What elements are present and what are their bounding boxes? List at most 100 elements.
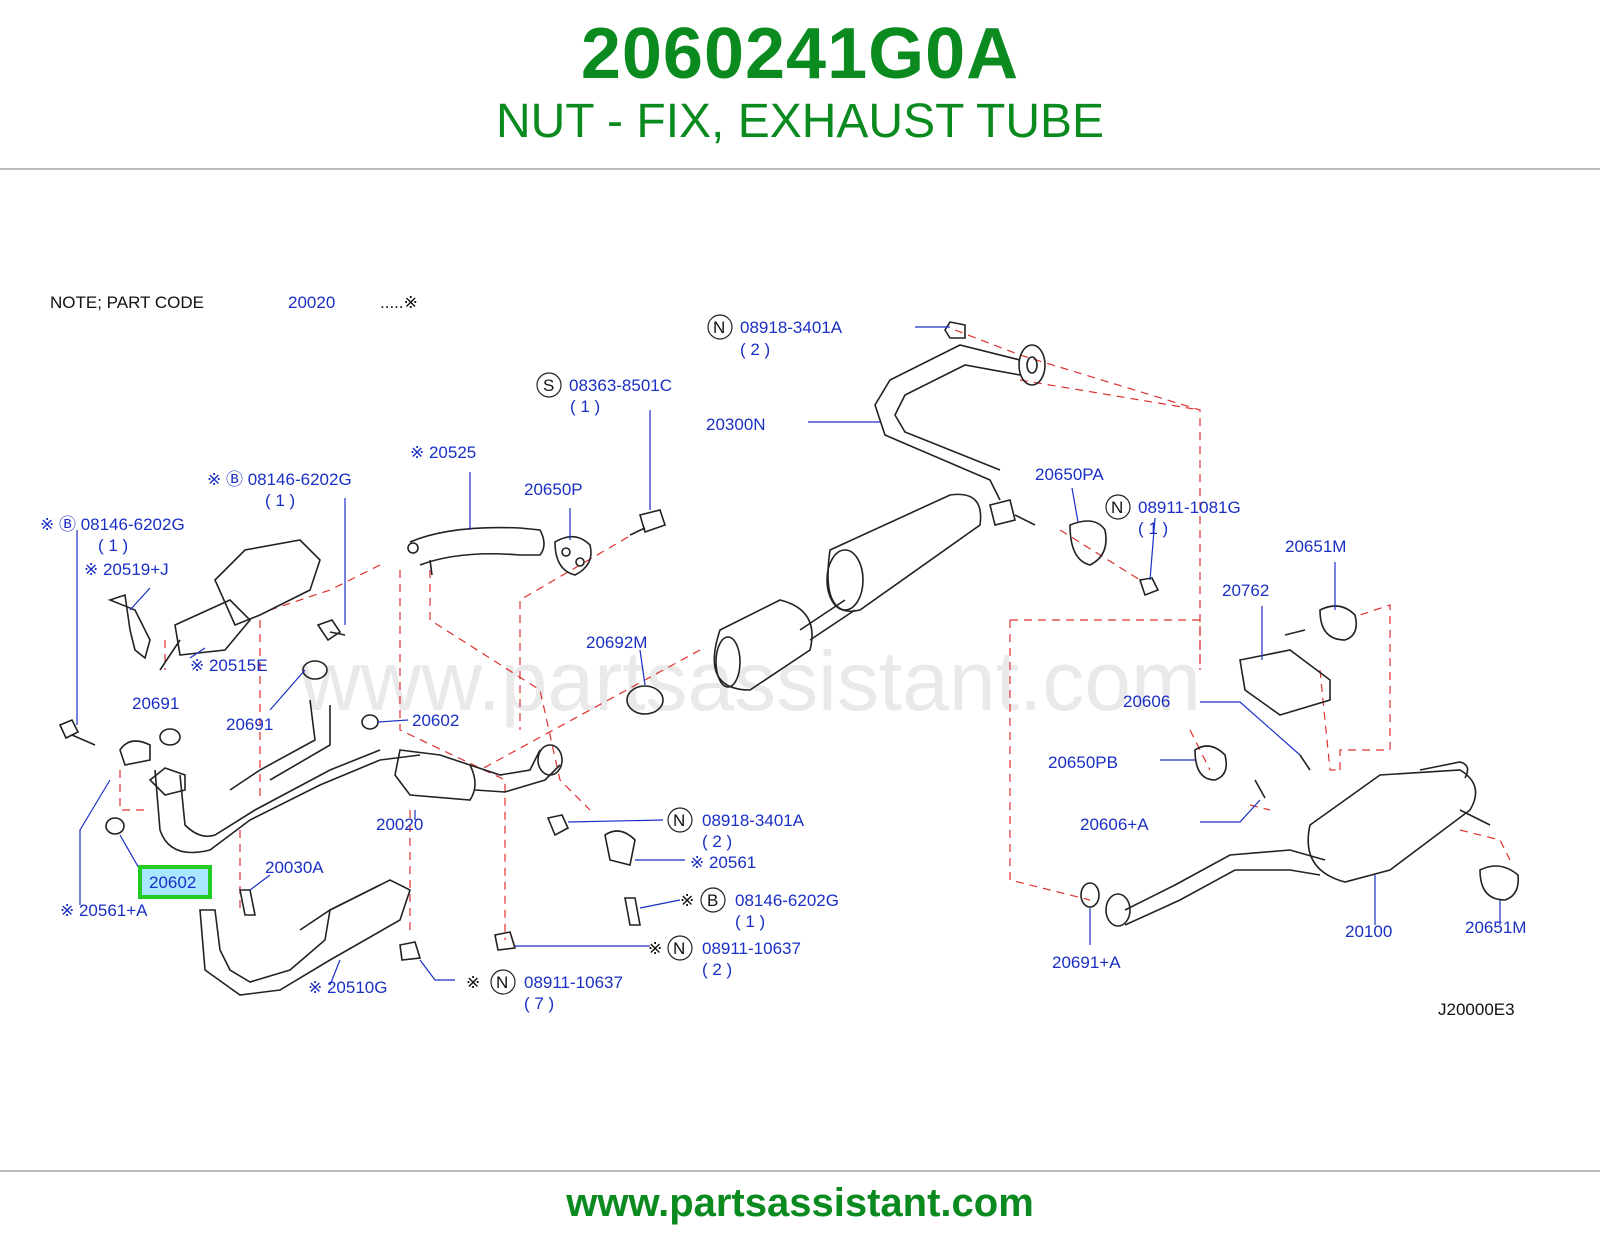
qty-08911-7: ( 7 ): [524, 994, 554, 1013]
svg-text:N: N: [1111, 498, 1123, 517]
label-20300n[interactable]: 20300N: [706, 415, 766, 434]
nut-08911-2: [494, 931, 517, 951]
hanger-20650p: [554, 535, 592, 576]
svg-text:N: N: [496, 973, 508, 992]
label-20519j[interactable]: ※ 20519+J: [84, 560, 169, 579]
nut-08911-7: [399, 941, 422, 961]
qty-08918-mid: ( 2 ): [702, 832, 732, 851]
n-marker-right: [1105, 494, 1131, 520]
front-pipe-20020: [148, 699, 563, 854]
qty-08918-top: ( 2 ): [740, 340, 770, 359]
note-suffix: .....※: [380, 293, 418, 312]
label-08911-1081[interactable]: 08911-1081G: [1138, 498, 1241, 517]
figure-code: J20000E3: [1438, 1000, 1515, 1019]
center-tube-20300n: [713, 344, 1046, 691]
label-20515e[interactable]: ※ 20515E: [190, 656, 268, 675]
label-20691a[interactable]: 20691+A: [1052, 953, 1121, 972]
n-marker-top: [707, 314, 733, 340]
bolt-08146-a: [58, 718, 96, 746]
label-20650p[interactable]: 20650P: [524, 480, 583, 499]
label-20020[interactable]: 20020: [376, 815, 423, 834]
nut-08918-top: [944, 321, 966, 339]
nut-08918-mid: [546, 814, 570, 837]
exhaust-parts-diagram: www.partsassistant.com NOTE; PART CODE 2…: [40, 293, 1526, 1019]
bolt-08363: [629, 509, 667, 536]
clamp-20561: [604, 830, 636, 866]
part-number-title: 2060241G0A: [580, 14, 1020, 94]
manifold-upper: [159, 539, 321, 671]
hanger-20651m-bottom: [1479, 865, 1520, 901]
svg-text:N: N: [673, 939, 685, 958]
label-20100[interactable]: 20100: [1345, 922, 1392, 941]
header-divider: [0, 168, 1600, 170]
part-drawings: [58, 321, 1520, 996]
muffler-20100: [1105, 761, 1491, 927]
bolt-08146-c: [624, 897, 641, 926]
label-08918-top[interactable]: 08918-3401A: [740, 318, 843, 337]
bracket-20762: [1239, 649, 1331, 716]
label-08918-mid[interactable]: 08918-3401A: [702, 811, 805, 830]
label-20650pa[interactable]: 20650PA: [1035, 465, 1104, 484]
label-08911-7[interactable]: 08911-10637: [524, 973, 623, 992]
svg-text:N: N: [713, 318, 725, 337]
svg-text:B: B: [707, 891, 718, 910]
nut-20602-low: [105, 817, 125, 835]
highlighted-part-callout[interactable]: 20602: [138, 865, 212, 899]
gasket-20692m: [626, 685, 664, 715]
part-labels: 08918-3401A ( 2 ) 08363-8501C ( 1 ) 2030…: [40, 318, 1526, 1013]
hanger-20650pa: [1069, 520, 1107, 566]
b-marker-lower: [700, 887, 726, 913]
tube-20525: [407, 526, 545, 576]
page-header: 2060241G0A NUT - FIX, EXHAUST TUBE: [0, 0, 1600, 168]
bolt-20606a: [1254, 779, 1266, 799]
qty-08146-b: ( 1 ): [98, 536, 128, 555]
n-marker-bottom: [490, 969, 516, 995]
label-08146-b[interactable]: ※ Ⓑ 08146-6202G: [40, 515, 185, 534]
svg-text:N: N: [673, 811, 685, 830]
svg-text:※: ※: [680, 891, 694, 910]
footer-divider: [0, 1170, 1600, 1172]
label-20692m[interactable]: 20692M: [586, 633, 647, 652]
label-20651m-bottom[interactable]: 20651M: [1465, 918, 1526, 937]
gasket-20691-b: [302, 660, 328, 680]
hanger-20650pb: [1194, 745, 1228, 781]
label-20561[interactable]: ※ 20561: [690, 853, 756, 872]
label-08146-c[interactable]: 08146-6202G: [735, 891, 839, 910]
label-08146-a[interactable]: ※ Ⓑ 08146-6202G: [207, 470, 352, 489]
n-marker-lower: [667, 935, 693, 961]
gasket-20691-a: [159, 728, 181, 746]
label-08363[interactable]: 08363-8501C: [569, 376, 672, 395]
label-20606[interactable]: 20606: [1123, 692, 1170, 711]
label-20691-a[interactable]: 20691: [132, 694, 179, 713]
label-20602-mid[interactable]: 20602: [412, 711, 459, 730]
bolt-08146-b: [316, 619, 346, 642]
n-marker-mid: [667, 807, 693, 833]
label-20561a[interactable]: ※ 20561+A: [60, 901, 148, 920]
gasket-20691a: [1080, 882, 1100, 908]
footer-url[interactable]: www.partsassistant.com: [566, 1181, 1034, 1225]
label-20030a[interactable]: 20030A: [265, 858, 324, 877]
label-20762[interactable]: 20762: [1222, 581, 1269, 600]
qty-08911-2: ( 2 ): [702, 960, 732, 979]
qty-08911-1081: ( 1 ): [1138, 519, 1168, 538]
leader-lines: [76, 326, 1501, 986]
svg-text:※: ※: [648, 939, 662, 958]
catalyst-20510g: [199, 879, 411, 996]
bracket-20519j: [107, 593, 151, 660]
label-20606a[interactable]: 20606+A: [1080, 815, 1149, 834]
qty-08363: ( 1 ): [570, 397, 600, 416]
note-code[interactable]: 20020: [288, 293, 335, 312]
label-20525[interactable]: ※ 20525: [410, 443, 476, 462]
qty-08146-a: ( 1 ): [265, 491, 295, 510]
s-marker: [536, 372, 562, 398]
label-20691-b[interactable]: 20691: [226, 715, 273, 734]
highlighted-part-label[interactable]: 20602: [149, 873, 196, 892]
label-08911-2[interactable]: 08911-10637: [702, 939, 801, 958]
part-description: NUT - FIX, EXHAUST TUBE: [495, 95, 1105, 148]
bolt-20606: [1299, 754, 1311, 771]
label-20510g[interactable]: ※ 20510G: [308, 978, 387, 997]
label-20650pb[interactable]: 20650PB: [1048, 753, 1118, 772]
bolt-20030a: [239, 889, 256, 916]
note-prefix: NOTE; PART CODE: [50, 293, 204, 312]
label-20651m-top[interactable]: 20651M: [1285, 537, 1346, 556]
